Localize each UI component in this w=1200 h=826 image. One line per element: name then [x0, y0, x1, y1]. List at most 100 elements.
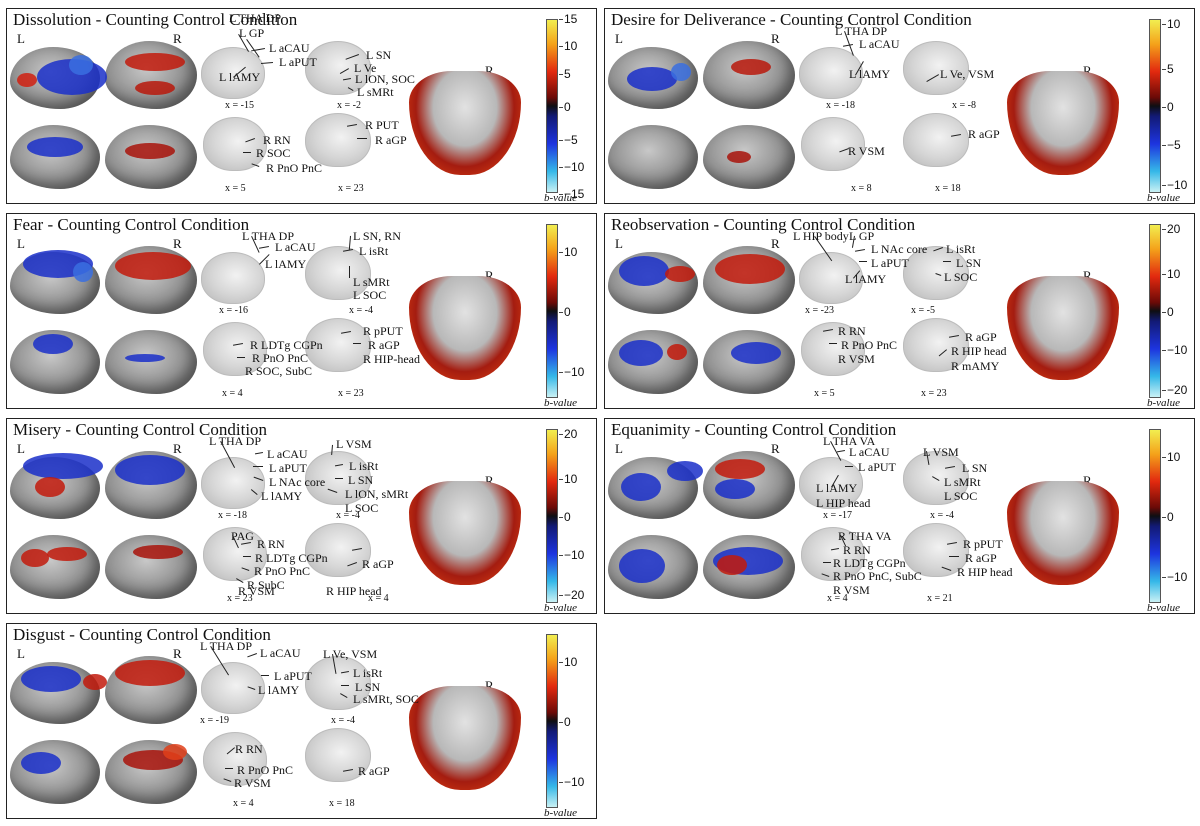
region-label: R HIP head [951, 344, 1007, 358]
cerebellum-label-right: R [485, 63, 494, 78]
cortical-surface [703, 41, 795, 109]
cerebellum-flatmap [409, 481, 521, 585]
colorbar-tick-label: 0 [1162, 100, 1174, 114]
leader-line [854, 249, 865, 252]
region-label: L SN [355, 680, 381, 694]
colorbar-unit: b-value [1147, 192, 1180, 204]
region-label: L THA DP [229, 11, 282, 25]
region-label: L isRt [353, 666, 383, 680]
colorbar-tick-label: 0 [1162, 510, 1174, 524]
slice-coordinate: x = 18 [329, 798, 355, 809]
cortical-surface [10, 740, 100, 804]
region-label: R VSM [838, 352, 875, 366]
slice-coordinate: x = 4 [233, 798, 254, 809]
leader-line [353, 343, 361, 344]
leader-line [254, 452, 263, 455]
activation-cluster [69, 55, 93, 75]
colorbar-unit: b-value [544, 397, 577, 409]
slice-coordinate: x = -4 [349, 305, 373, 316]
activation-cluster [715, 479, 755, 499]
activation-cluster [115, 252, 191, 280]
region-label: R SOC, SubC [245, 364, 313, 378]
activation-cluster [115, 455, 185, 485]
slice-coordinate: x = 4 [222, 388, 243, 399]
region-label: L isRt [349, 459, 379, 473]
sagittal-slice [903, 523, 969, 577]
activation-cluster [715, 459, 765, 479]
panel-title: Dissolution - Counting Control Condition [13, 10, 298, 29]
region-label: R LDTg CGPn [833, 556, 906, 570]
leader-line [829, 343, 837, 344]
cortical-surface [105, 41, 197, 109]
region-label: R VSM [848, 144, 885, 158]
hemisphere-label-left: L [17, 31, 25, 46]
leader-line [943, 261, 951, 262]
leader-line [836, 450, 845, 453]
colorbar [1149, 19, 1161, 193]
colorbar [546, 19, 558, 193]
cortical-surface [608, 125, 698, 189]
region-label: R VSM [234, 776, 271, 790]
sagittal-slice [903, 41, 969, 95]
hemisphere-label-left: L [17, 646, 25, 661]
region-label: L Ve [354, 61, 377, 75]
leader-line [335, 478, 343, 479]
slice-coordinate: x = 21 [927, 593, 953, 604]
colorbar [1149, 429, 1161, 603]
slice-coordinate: x = -4 [331, 715, 355, 726]
figure-panel: Reobservation - Counting Control Conditi… [604, 213, 1195, 409]
region-label: L lAMY [219, 70, 261, 84]
region-label: L VSM [923, 445, 959, 459]
region-label: R aGP [965, 551, 997, 565]
region-label: L VSM [336, 437, 372, 451]
activation-cluster [671, 63, 691, 81]
slice-coordinate: x = 23 [338, 388, 364, 399]
hemisphere-label-left: L [17, 236, 25, 251]
sagittal-slice [305, 318, 371, 372]
sagittal-slice [305, 246, 371, 300]
panel-title: Reobservation - Counting Control Conditi… [611, 215, 916, 234]
region-label: L SOC [944, 489, 978, 503]
activation-cluster [35, 477, 65, 497]
slice-coordinate: x = -23 [805, 305, 834, 316]
activation-cluster [727, 151, 751, 163]
colorbar-tick-label: 0 [559, 510, 571, 524]
region-label: R aGP [358, 764, 390, 778]
region-label: L SN [962, 461, 988, 475]
slice-coordinate: x = -16 [219, 305, 248, 316]
region-label: R RN [235, 742, 263, 756]
leader-line [261, 675, 269, 676]
region-label: L THA VA [823, 434, 876, 448]
slice-coordinate: x = -18 [218, 510, 247, 521]
slice-coordinate: x = -5 [911, 305, 935, 316]
region-label: L sMRt [353, 275, 390, 289]
leader-line [260, 62, 273, 65]
hemisphere-label-right: R [173, 441, 182, 456]
region-label: R PnO PnC [841, 338, 898, 352]
region-label: PAG [231, 529, 254, 543]
sagittal-slice [203, 117, 267, 171]
region-label: L NAc core [269, 475, 326, 489]
activation-cluster [125, 143, 175, 159]
sagittal-slice [203, 527, 267, 581]
activation-cluster [115, 660, 185, 686]
region-label: R LDTg CGPn [255, 551, 328, 565]
slice-coordinate: x = 23 [338, 183, 364, 194]
colorbar [1149, 224, 1161, 398]
colorbar-tick-label: 15 [558, 12, 578, 26]
activation-cluster [667, 344, 687, 360]
leader-line [859, 261, 867, 262]
colorbar-tick-label: −10 [1161, 570, 1188, 584]
sagittal-slice [903, 246, 969, 300]
region-label: L sMRt, SOC [353, 692, 419, 706]
activation-cluster [125, 53, 185, 71]
leader-line [845, 466, 853, 467]
activation-cluster [125, 354, 165, 362]
activation-cluster [21, 549, 49, 567]
colorbar-tick-label: 10 [558, 472, 578, 486]
slice-coordinate: x = 5 [225, 183, 246, 194]
region-label: L lAMY [258, 683, 300, 697]
region-label: L HIP head [816, 496, 871, 510]
activation-cluster [163, 744, 187, 760]
